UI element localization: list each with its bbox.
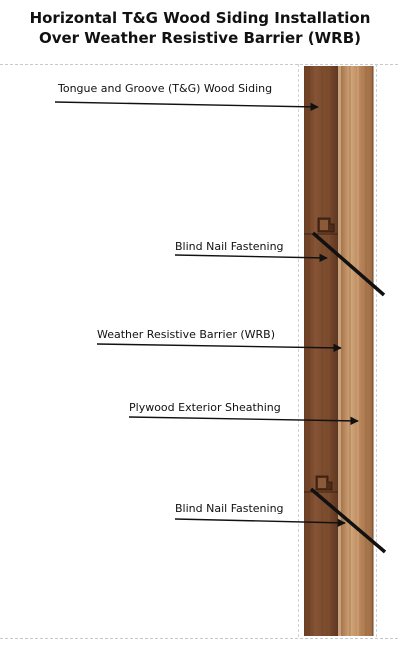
siding-layer — [304, 66, 338, 636]
sheathing-layer — [341, 66, 374, 636]
wrb-layer — [338, 66, 341, 636]
label-wrb: Weather Resistive Barrier (WRB) — [97, 328, 276, 341]
leader-siding — [54, 101, 319, 112]
leader-sheathing — [128, 416, 359, 426]
label-sheathing: Plywood Exterior Sheathing — [129, 401, 281, 414]
label-blind-nail-bottom: Blind Nail Fastening — [175, 502, 284, 515]
leader-blind-nail-bottom — [174, 518, 346, 528]
title-line-1: Horizontal T&G Wood Siding Installation — [29, 9, 371, 27]
label-siding: Tongue and Groove (T&G) Wood Siding — [58, 82, 273, 95]
leader-wrb — [96, 343, 342, 353]
blind-nail-top — [311, 231, 386, 297]
title-line-2: Over Weather Resistive Barrier (WRB) — [38, 29, 361, 47]
blind-nail-bottom — [309, 487, 387, 554]
frame-edge-right — [376, 64, 377, 637]
tongue-groove-joint-top — [317, 217, 335, 233]
leader-blind-nail-top — [174, 253, 328, 263]
tongue-groove-joint-bottom — [315, 475, 333, 491]
frame-edge-siding — [298, 64, 299, 637]
diagram-title: Horizontal T&G Wood Siding Installation … — [0, 8, 400, 48]
label-blind-nail-top: Blind Nail Fastening — [175, 240, 284, 253]
diagram-frame — [0, 64, 398, 639]
